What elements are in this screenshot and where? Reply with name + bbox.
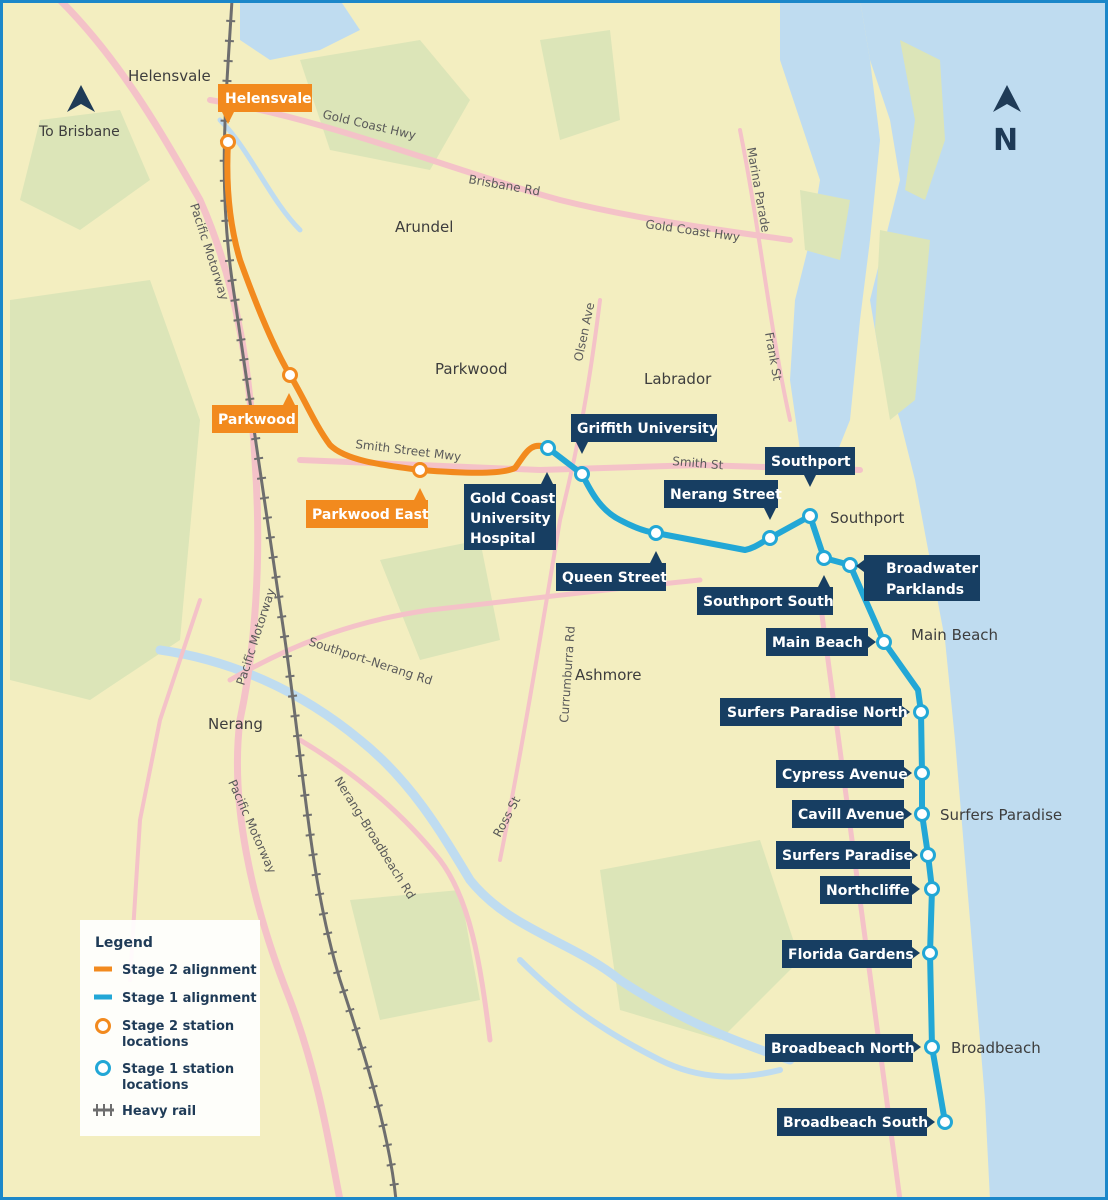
place-southport: Southport (830, 509, 904, 527)
station-marker-broadbeach-north[interactable] (924, 1039, 940, 1055)
legend-stage1-stations-2: locations (122, 1078, 189, 1093)
station-marker-southport-south[interactable] (816, 550, 832, 566)
legend-heavy-rail: Heavy rail (122, 1104, 196, 1119)
place-surfers-paradise: Surfers Paradise (940, 806, 1062, 824)
legend-title: Legend (95, 935, 153, 951)
station-marker-parkwood[interactable] (282, 367, 298, 383)
to-brisbane-label: To Brisbane (38, 124, 120, 140)
place-parkwood: Parkwood (435, 360, 508, 378)
north-label: N (993, 123, 1018, 158)
station-southport[interactable]: Southport (771, 454, 851, 470)
stage1-station-markers (540, 440, 953, 1130)
station-marker-surfers[interactable] (920, 847, 936, 863)
station-marker-cypress[interactable] (914, 765, 930, 781)
station-marker-cavill[interactable] (914, 806, 930, 822)
station-florida[interactable]: Florida Gardens (788, 947, 914, 963)
legend-stage2-stations-2: locations (122, 1035, 189, 1050)
stage1-alignment (545, 445, 948, 1125)
road-currumburra-rd: Currumburra Rd (557, 626, 578, 724)
station-parkwood-east[interactable]: Parkwood East (312, 507, 429, 523)
station-gcuh-line3[interactable]: Hospital (470, 531, 535, 547)
station-gcuh-line1[interactable]: Gold Coast (470, 491, 555, 507)
station-marker-southport[interactable] (802, 508, 818, 524)
station-parkwood[interactable]: Parkwood (218, 412, 296, 428)
station-marker-griffith[interactable] (574, 466, 590, 482)
legend-stage2-station-icon (95, 1018, 111, 1034)
station-marker-surfers-north[interactable] (913, 704, 929, 720)
station-marker-florida[interactable] (922, 945, 938, 961)
legend-stage2-alignment: Stage 2 alignment (122, 963, 257, 978)
station-griffith[interactable]: Griffith University (577, 421, 718, 437)
station-queen-street[interactable]: Queen Street (562, 570, 667, 586)
station-broadwater-line2[interactable]: Parklands (886, 582, 964, 598)
place-nerang: Nerang (208, 715, 263, 733)
stage1-station-labels: Gold Coast University Hospital Griffith … (464, 414, 980, 1136)
stage2-alignment (224, 139, 551, 476)
place-main-beach: Main Beach (911, 626, 998, 644)
station-main-beach[interactable]: Main Beach (772, 635, 863, 651)
road-smith-st: Smith St (672, 454, 724, 472)
legend: Legend Stage 2 alignment Stage 1 alignme… (80, 920, 260, 1136)
station-marker-broadwater[interactable] (842, 557, 858, 573)
legend-stage1-station-icon (95, 1060, 111, 1076)
station-marker-parkwood-east[interactable] (412, 462, 428, 478)
station-marker-northcliffe[interactable] (924, 881, 940, 897)
station-broadbeach-south[interactable]: Broadbeach South (783, 1115, 928, 1131)
station-nerang-street[interactable]: Nerang Street (670, 487, 782, 503)
park-areas (10, 30, 800, 1040)
station-marker-helensvale[interactable] (220, 134, 236, 150)
place-arundel: Arundel (395, 218, 453, 236)
station-marker-gcuh[interactable] (540, 440, 556, 456)
station-helensvale[interactable]: Helensvale (225, 91, 312, 107)
station-cavill[interactable]: Cavill Avenue (798, 807, 905, 823)
islands (800, 40, 945, 420)
station-marker-queen-street[interactable] (648, 525, 664, 541)
station-surfers[interactable]: Surfers Paradise (782, 848, 913, 864)
place-labrador: Labrador (644, 370, 712, 388)
legend-stage1-stations-1: Stage 1 station (122, 1062, 234, 1077)
station-label-box (218, 84, 312, 112)
legend-stage1-alignment: Stage 1 alignment (122, 991, 257, 1006)
station-northcliffe[interactable]: Northcliffe (826, 883, 910, 899)
arrow-up-icon (67, 85, 95, 112)
to-brisbane-arrow: To Brisbane (38, 85, 120, 140)
legend-heavy-rail-icon (93, 1104, 114, 1116)
north-arrow-icon: N (993, 85, 1021, 158)
station-broadwater-line1[interactable]: Broadwater (886, 561, 978, 577)
stage2-stations: Helensvale Parkwood Parkwood East (212, 84, 429, 528)
place-broadbeach: Broadbeach (951, 1039, 1041, 1057)
station-marker-nerang-street[interactable] (762, 530, 778, 546)
station-gcuh-line2[interactable]: University (470, 511, 551, 527)
station-marker-broadbeach-south[interactable] (937, 1114, 953, 1130)
place-labels: Helensvale Arundel Parkwood Labrador Sou… (128, 67, 1062, 1057)
station-southport-south[interactable]: Southport South (703, 594, 834, 610)
station-marker-main-beach[interactable] (876, 634, 892, 650)
station-broadbeach-north[interactable]: Broadbeach North (771, 1041, 915, 1057)
place-helensvale: Helensvale (128, 67, 211, 85)
heavy-rail-line (219, 0, 401, 1200)
legend-stage2-stations-1: Stage 2 station (122, 1019, 234, 1034)
place-ashmore: Ashmore (575, 666, 641, 684)
station-surfers-north[interactable]: Surfers Paradise North (727, 705, 908, 721)
station-cypress[interactable]: Cypress Avenue (782, 767, 908, 783)
